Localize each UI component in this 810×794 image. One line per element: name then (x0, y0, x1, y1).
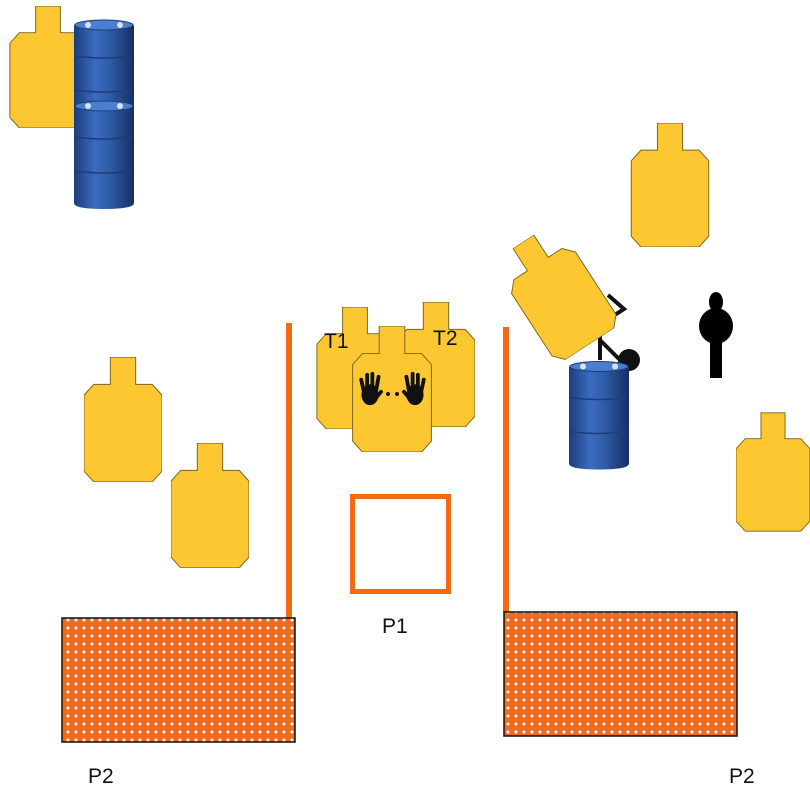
mat-p2-right (503, 611, 738, 737)
fault-line-right (503, 327, 509, 612)
target-right-lower (736, 412, 810, 532)
label-t1: T1 (324, 330, 349, 353)
no-shoot-silhouette (699, 292, 733, 378)
hands-icon (358, 371, 427, 406)
shooting-box-p1 (350, 494, 451, 594)
label-p2-left: P2 (88, 765, 114, 788)
label-p1: P1 (382, 615, 408, 638)
mat-p2-left (61, 617, 296, 743)
barrel-top-left-lower (73, 100, 135, 210)
label-t2: T2 (433, 327, 458, 350)
barrel-right (568, 360, 630, 471)
target-left-upper (84, 357, 162, 482)
target-right-upper (630, 123, 710, 247)
fault-line-left (286, 323, 292, 618)
swinger-target (490, 220, 640, 371)
target-left-lower (171, 443, 249, 568)
label-p2-right: P2 (729, 765, 755, 788)
